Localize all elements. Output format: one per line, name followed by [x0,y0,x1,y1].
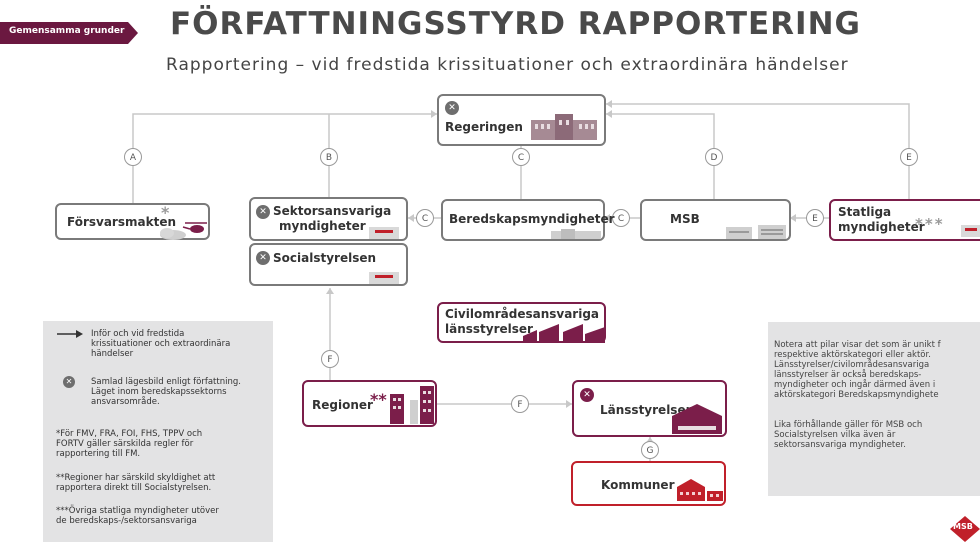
building-icon [369,272,399,284]
edge-label-b: B [320,148,338,166]
lagesbild-badge-icon: ✕ [445,101,459,115]
node-regeringen: ✕ Regeringen [437,94,606,146]
node-msb: MSB [640,199,791,241]
lagesbild-badge-icon: ✕ [256,205,270,219]
edge-label-e: E [900,148,918,166]
building-icon [369,227,399,239]
section-tag-label: Gemensamma grunder [9,26,125,36]
node-label: Statliga [838,205,892,219]
legend-note-line: ***Övriga statliga myndigheter utöver [56,506,219,516]
msb-logo-text: MSB [953,522,973,531]
building-icon [523,324,605,343]
legend-note-line: *För FMV, FRA, FOI, FHS, TPPV och [56,429,203,439]
node-sektorsansvariga: ✕ Sektorsansvariga myndigheter [249,197,408,241]
edge-label-c: C [612,209,630,227]
node-kommuner: Kommuner [571,461,726,506]
footnote-marker: ** [370,390,387,409]
legend-note-line: rapportera direkt till Socialstyrelsen. [56,483,212,493]
legend-badge-line: Läget inom beredskapssektorns [91,387,227,397]
edge-label-f: F [321,350,339,368]
lagesbild-badge-icon: ✕ [63,376,75,388]
legend-note-line: FORTV gäller särskilda regler för [56,439,194,449]
node-label: myndigheter [279,219,366,233]
node-beredskapsmyndigheter: Beredskapsmyndigheter [441,199,615,241]
legend-arrow-line: Inför och vid fredstida [91,329,185,339]
section-tag [0,22,138,44]
node-label: Kommuner [601,478,675,492]
building-icon [677,479,723,501]
helicopter-icon [160,222,207,240]
footnote-marker: * [161,203,170,222]
edge-label-c: C [512,148,530,166]
legend-note-line: rapportering till FM. [56,449,141,459]
node-regioner: Regioner ** [302,380,437,427]
building-icon [531,114,597,140]
legend-note-line: **Regioner har särskild skyldighet att [56,473,216,483]
node-socialstyrelsen: ✕ Socialstyrelsen [249,243,408,286]
legend-badge-line: Samlad lägesbild enligt författning. [91,377,241,387]
edge-label-f: F [511,395,529,413]
legend-arrow-line: krissituationer och extraordinära [91,339,231,349]
building-icon [726,225,786,239]
hospital-icon [390,386,434,424]
legend-arrow-line: händelser [91,349,134,359]
arrow-right-icon [57,330,83,338]
node-label: Försvarsmakten [67,215,176,229]
node-label: Länsstyrelser [600,403,692,417]
building-icon [672,404,722,434]
note-paragraph: Notera att pilar visar det som är unikt … [774,340,941,400]
note-panel: Notera att pilar visar det som är unikt … [768,322,980,496]
building-icon [551,229,601,239]
lagesbild-badge-icon: ✕ [256,251,270,265]
building-icon [961,225,980,237]
page-title: FÖRFATTNINGSSTYRD RAPPORTERING [170,6,861,42]
legend-panel: Inför och vid fredstida krissituationer … [43,321,273,542]
edge-label-d: D [705,148,723,166]
node-statliga-myndigheter: Statliga myndigheter *** [829,199,980,241]
node-forsvarsmakten: Försvarsmakten * [55,203,210,240]
node-label: Socialstyrelsen [273,251,377,265]
edge-label-a: A [124,148,142,166]
node-label: MSB [670,212,700,226]
node-civilomradesansvariga: Civilområdesansvariga länsstyrelser [437,302,606,343]
node-label: Sektorsansvariga [273,204,392,218]
node-lansstyrelser: ✕ Länsstyrelser [572,380,727,437]
node-label: myndigheter [838,220,925,234]
node-label: Beredskapsmyndigheter [449,212,615,226]
node-label: länsstyrelser [445,322,533,336]
footnote-marker: *** [915,215,945,233]
legend-badge-line: ansvarsområde. [91,397,160,407]
msb-logo-icon [950,516,980,542]
page-subtitle: Rapportering – vid fredstida krissituati… [166,55,849,75]
edge-label-e: E [806,209,824,227]
edge-label-g: G [641,441,659,459]
note-paragraph: Lika förhållande gäller för MSB och Soci… [774,420,923,450]
edge-label-c: C [416,209,434,227]
lagesbild-badge-icon: ✕ [580,388,594,402]
node-label: Civilområdesansvariga [445,307,600,321]
node-label: Regioner [312,398,373,412]
legend-note-line: de beredskaps-/sektorsansvariga [56,516,197,526]
node-label: Regeringen [445,120,523,134]
